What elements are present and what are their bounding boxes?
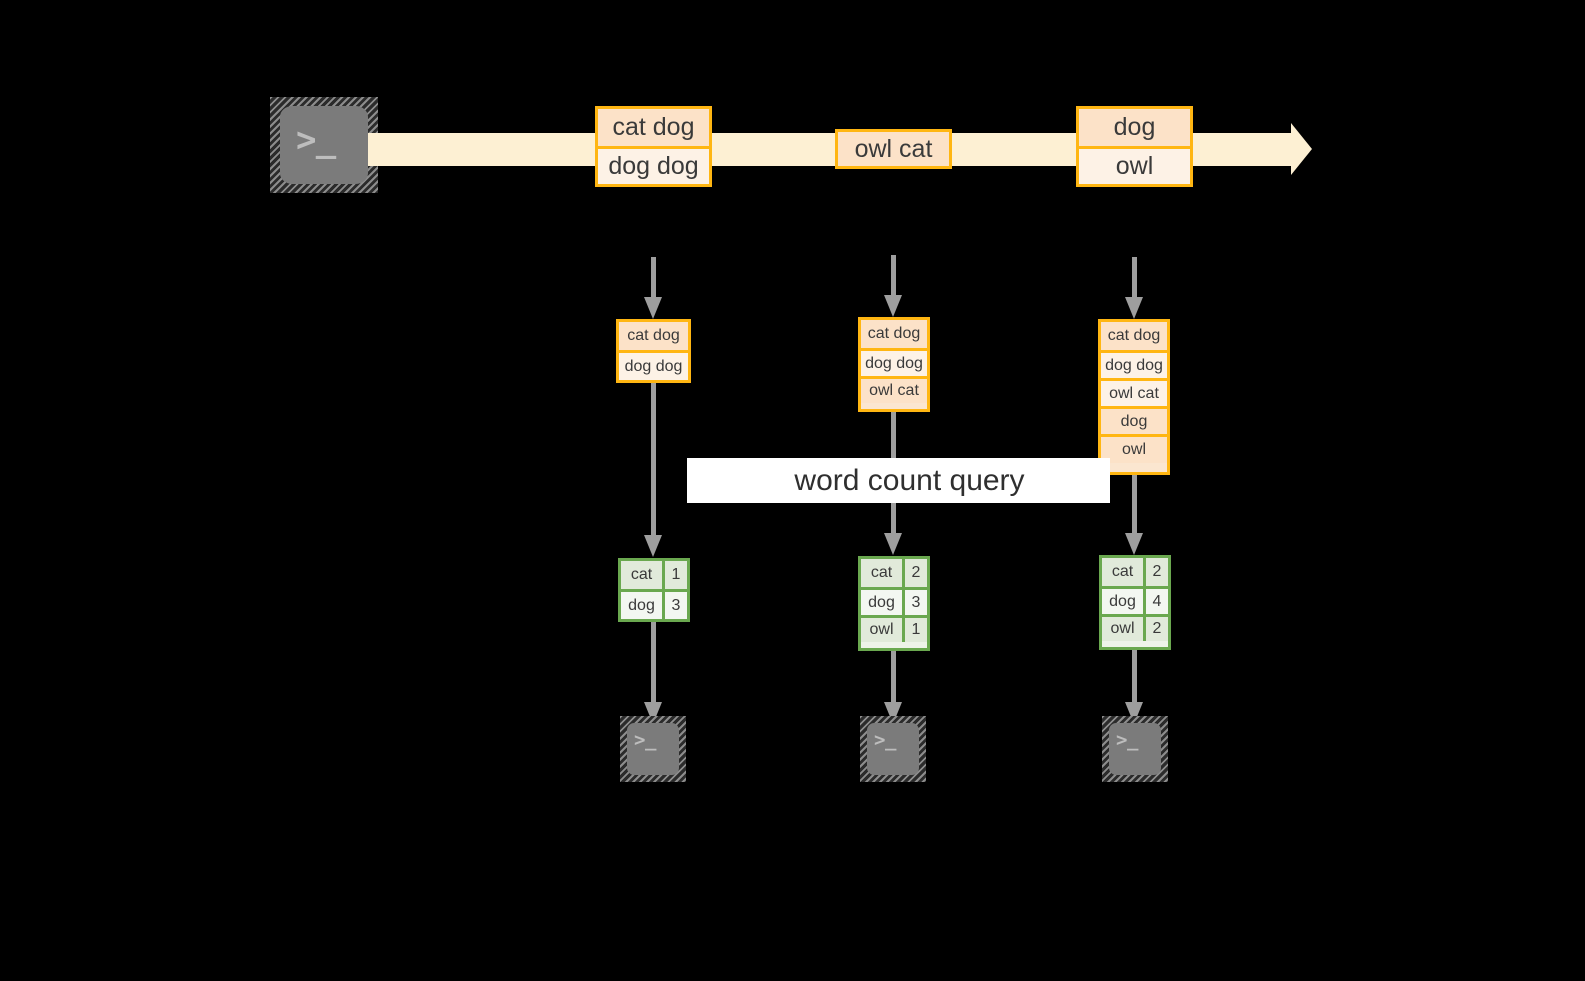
stream-event-line: dog <box>1079 109 1190 146</box>
table-cell-count: 1 <box>665 561 687 589</box>
snapshot-row: dog dog <box>861 348 927 376</box>
snapshot-trigger-arrowhead-1 <box>644 297 662 319</box>
snapshot-row: owl cat <box>861 376 927 403</box>
snapshot-row: owl <box>1101 434 1167 463</box>
query-arrow-head-2 <box>884 533 902 555</box>
table-row: dog 3 <box>621 589 687 619</box>
sink-terminal-icon-2: >_ <box>860 716 926 782</box>
snapshot-row: dog dog <box>1101 350 1167 378</box>
table-cell-word: owl <box>1102 617 1146 641</box>
snapshot-trigger-arrowhead-3 <box>1125 297 1143 319</box>
table-row: cat 2 <box>861 559 927 587</box>
table-cell-count: 4 <box>1146 589 1168 614</box>
stream-event-line: owl <box>1079 146 1190 184</box>
terminal-body <box>867 723 919 775</box>
snapshot-box-3: cat dog dog dog owl cat dog owl <box>1098 319 1170 475</box>
banner-label: word count query <box>794 463 1025 497</box>
snapshot-trigger-arrowhead-2 <box>884 295 902 317</box>
snapshot-trigger-shaft-3b <box>1132 283 1137 297</box>
query-arrow-shaft-3 <box>1132 475 1137 533</box>
table-cell-word: dog <box>861 590 905 615</box>
terminal-body <box>1109 723 1161 775</box>
table-row: cat 1 <box>621 561 687 589</box>
stream-event-line: cat dog <box>598 109 709 146</box>
source-terminal-icon: >_ <box>270 97 378 193</box>
table-cell-count: 2 <box>1146 558 1168 586</box>
stream-event-line: owl cat <box>838 132 949 166</box>
table-cell-count: 2 <box>1146 617 1168 641</box>
sink-arrow-shaft-3 <box>1132 650 1137 702</box>
query-arrow-head-1 <box>644 535 662 557</box>
snapshot-trigger-shaft-2b <box>891 281 896 295</box>
query-arrow-head-3 <box>1125 533 1143 555</box>
table-cell-count: 3 <box>905 590 927 615</box>
result-table-2: cat 2 dog 3 owl 1 <box>858 556 930 651</box>
table-row: dog 4 <box>1102 586 1168 614</box>
terminal-prompt-glyph: >_ <box>634 729 657 751</box>
snapshot-box-2: cat dog dog dog owl cat <box>858 317 930 412</box>
terminal-body <box>627 723 679 775</box>
sink-arrow-shaft-2 <box>891 651 896 702</box>
table-cell-word: dog <box>1102 589 1146 614</box>
snapshot-row: dog <box>1101 406 1167 434</box>
terminal-prompt-glyph: >_ <box>1116 729 1139 751</box>
snapshot-trigger-shaft-2 <box>891 255 896 281</box>
table-cell-count: 2 <box>905 559 927 587</box>
result-table-1: cat 1 dog 3 <box>618 558 690 622</box>
stream-event-1: cat dog dog dog <box>595 106 712 187</box>
table-cell-word: dog <box>621 592 665 619</box>
table-row: dog 3 <box>861 587 927 615</box>
terminal-prompt-glyph: >_ <box>296 120 336 160</box>
query-arrow-shaft-1 <box>651 383 656 535</box>
snapshot-row: cat dog <box>861 320 927 348</box>
terminal-body <box>280 106 368 184</box>
event-stream-arrowhead <box>1291 123 1312 175</box>
table-row: owl 2 <box>1102 614 1168 641</box>
snapshot-row: owl cat <box>1101 378 1167 406</box>
snapshot-row: cat dog <box>1101 322 1167 350</box>
table-cell-word: cat <box>621 561 665 589</box>
snapshot-box-1: cat dog dog dog <box>616 319 691 383</box>
table-cell-count: 1 <box>905 618 927 642</box>
stream-event-2: owl cat <box>835 129 952 169</box>
snapshot-row: cat dog <box>619 322 688 350</box>
table-row: cat 2 <box>1102 558 1168 586</box>
table-row: owl 1 <box>861 615 927 642</box>
snapshot-trigger-shaft-1b <box>651 283 656 297</box>
sink-terminal-icon-1: >_ <box>620 716 686 782</box>
terminal-prompt-glyph: >_ <box>874 729 897 751</box>
stream-event-line: dog dog <box>598 146 709 184</box>
table-cell-word: owl <box>861 618 905 642</box>
snapshot-row: dog dog <box>619 350 688 380</box>
table-cell-count: 3 <box>665 592 687 619</box>
table-cell-word: cat <box>1102 558 1146 586</box>
stream-event-3: dog owl <box>1076 106 1193 187</box>
word-count-query-banner: word count query <box>687 458 1110 503</box>
result-table-3: cat 2 dog 4 owl 2 <box>1099 555 1171 650</box>
snapshot-trigger-shaft-1 <box>651 257 656 283</box>
snapshot-trigger-shaft-3 <box>1132 257 1137 283</box>
sink-arrow-shaft-1 <box>651 622 656 702</box>
table-cell-word: cat <box>861 559 905 587</box>
sink-terminal-icon-3: >_ <box>1102 716 1168 782</box>
